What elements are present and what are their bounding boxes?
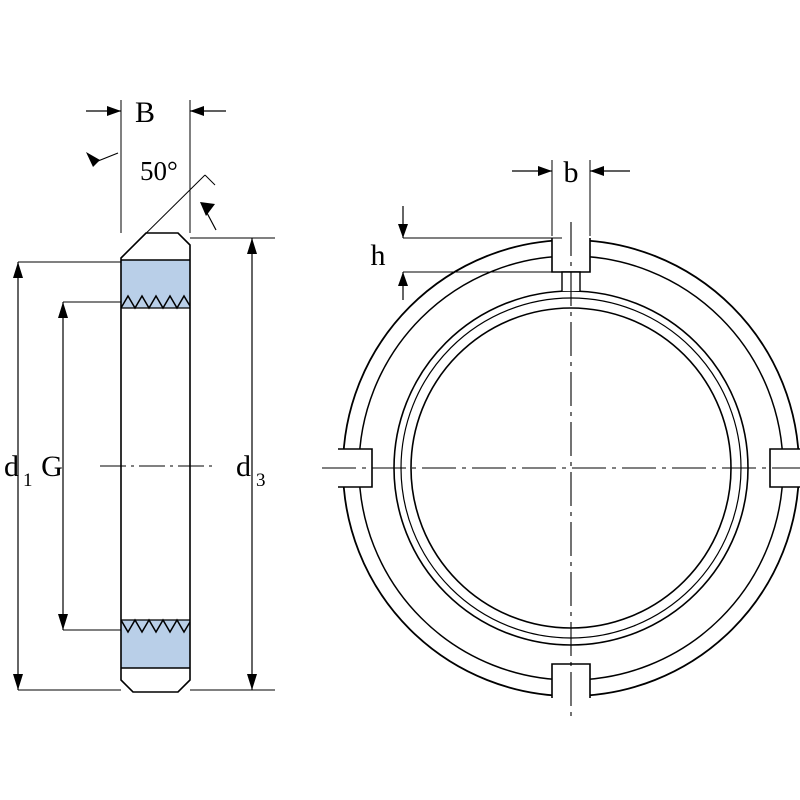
thread-profile-bottom [120, 618, 191, 634]
dimension-chamfer-angle: 50° [86, 152, 217, 258]
dimension-h: h [371, 206, 562, 300]
arrow-d1-top [13, 262, 23, 278]
arrow-b-left [538, 166, 552, 176]
label-d3: d [236, 450, 251, 483]
section-view: B 50° d 1 G [4, 96, 275, 693]
arrow-chamfer-upper [86, 152, 100, 167]
slot-right-outline [769, 448, 800, 488]
arrow-B-left [107, 106, 121, 116]
leader-chamfer-lower [206, 212, 217, 231]
label-G: G [41, 450, 63, 483]
thread-profile-top [120, 294, 191, 310]
dimension-B: B [86, 96, 226, 233]
dimension-G: G [41, 301, 121, 631]
thread-fill-bottom [121, 620, 190, 668]
arrow-b-right [590, 166, 604, 176]
arrow-chamfer-lower [200, 202, 215, 216]
arrow-G-bottom [58, 614, 68, 630]
label-b: b [564, 156, 579, 189]
label-B: B [135, 96, 155, 129]
arrow-d1-bottom [13, 674, 23, 690]
thread-fill-top [121, 260, 190, 308]
dimension-b: b [512, 156, 630, 236]
label-angle: 50° [140, 156, 178, 186]
arrow-h-bottom [398, 272, 408, 286]
leader-chamfer-upper [97, 152, 119, 162]
dimension-d3: d 3 [190, 237, 275, 691]
arrow-d3-bottom [247, 674, 257, 690]
label-h: h [371, 239, 386, 272]
arrow-B-right [190, 106, 204, 116]
label-d1-subscript: 1 [23, 470, 33, 491]
chamfer-tick [204, 174, 216, 186]
arrow-h-top [398, 224, 408, 238]
label-d1: d [4, 450, 19, 483]
arrow-d3-top [247, 238, 257, 254]
chamfer-extension-line [121, 174, 206, 258]
label-d3-subscript: 3 [256, 470, 266, 491]
front-view: b h [322, 156, 800, 716]
arrow-G-top [58, 302, 68, 318]
dimension-d1: d 1 [4, 261, 121, 691]
